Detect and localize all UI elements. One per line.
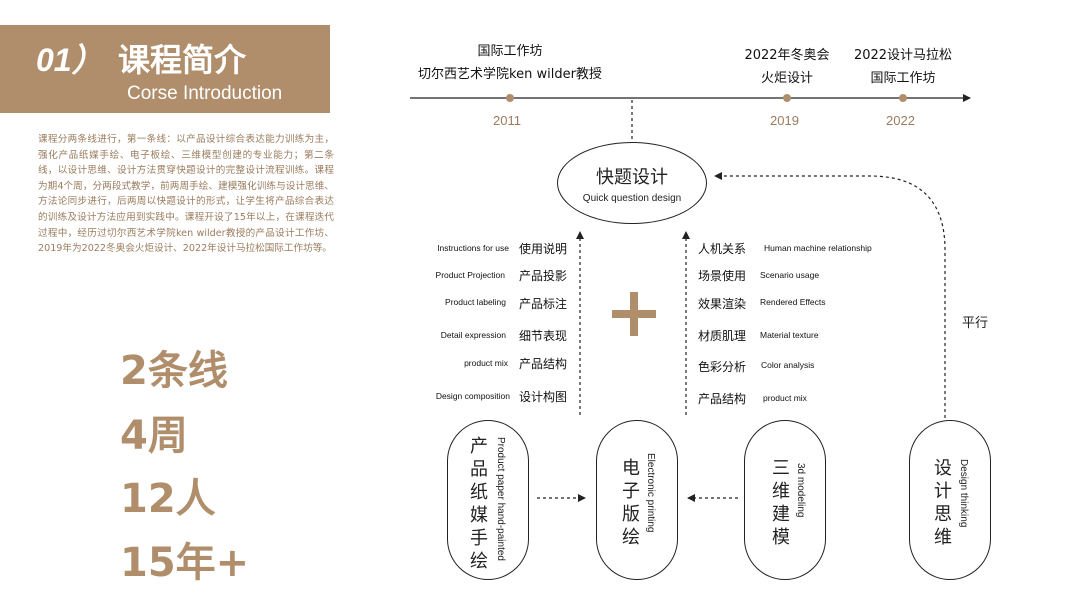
right-item-en: Human machine relationship [764, 243, 872, 253]
right-item-cn: 材质肌理 [698, 329, 747, 343]
timeline-event-line2: 火炬设计 [760, 71, 813, 86]
plus-icon [612, 292, 656, 336]
timeline-event-line1: 2022年冬奥会 [744, 48, 830, 63]
stat-people: 12人 [120, 476, 216, 522]
left-item-en: Product labeling [445, 297, 506, 307]
left-item-cn: 设计构图 [519, 390, 568, 404]
left-item-en: Detail expression [440, 330, 506, 340]
stat-years: 15年+ [120, 540, 250, 586]
section-title: 课程简介 [118, 41, 247, 79]
timeline-event-line1: 国际工作坊 [477, 44, 543, 59]
timeline-year-2022: 2022 [886, 113, 915, 128]
timeline-dot-2022 [899, 94, 907, 102]
left-item-en: Design composition [435, 391, 510, 401]
right-item-en: Color analysis [761, 360, 815, 370]
left-item-cn: 细节表现 [519, 329, 568, 343]
timeline-event-2011: 国际工作坊 切尔西艺术学院ken wilder教授 [408, 40, 612, 86]
center-node-quick-design: 快题设计 Quick question design [557, 142, 707, 224]
right-item-cn: 产品结构 [698, 392, 747, 406]
right-item-cn: 色彩分析 [698, 360, 747, 374]
timeline-dot-2011 [506, 94, 514, 102]
pill-cn-label: 电子版绘 [622, 458, 640, 548]
pill-cn-label: 三维建模 [772, 458, 790, 548]
intro-paragraph: 课程分两条线进行，第一条线：以产品设计综合表达能力训练为主，强化产品纸媒手绘、电… [38, 134, 334, 255]
pill-en-label: Electronic printing [645, 453, 656, 533]
timeline-year-2011: 2011 [493, 113, 521, 128]
left-item-en: product mix [464, 358, 508, 368]
timeline-event-line2: 切尔西艺术学院ken wilder教授 [418, 67, 602, 82]
timeline-event-line2: 国际工作坊 [870, 71, 936, 86]
timeline-dot-2019 [783, 94, 791, 102]
right-item-en: Scenario usage [760, 270, 820, 280]
stat-lines: 2条线 [120, 348, 228, 394]
stat-weeks: 4周 [120, 413, 188, 459]
parallel-label: 平行 [962, 316, 989, 331]
right-item-cn: 人机关系 [698, 242, 747, 256]
pill-en-label: 3d modeling [795, 463, 806, 518]
right-item-cn: 效果渲染 [698, 297, 747, 311]
timeline-event-line1: 2022设计马拉松 [853, 48, 953, 63]
pill-cn-label: 设计思维 [934, 458, 952, 548]
pill-electronic-printing: 电子版绘 Electronic printing [596, 420, 678, 580]
left-item-cn: 产品标注 [519, 297, 568, 311]
center-node-title: 快题设计 [596, 167, 668, 188]
right-item-en: Rendered Effects [760, 297, 826, 307]
timeline-event-2022: 2022设计马拉松 国际工作坊 [838, 44, 968, 90]
left-item-en: Product Projection [435, 270, 505, 280]
right-item-en: product mix [763, 393, 807, 403]
left-item-cn: 产品投影 [519, 269, 568, 283]
pill-en-label: Product paper hand-painted [495, 437, 506, 561]
timeline-year-2019: 2019 [770, 113, 799, 128]
left-item-cn: 产品结构 [519, 357, 568, 371]
section-subtitle: Corse Introduction [127, 83, 283, 104]
right-item-en: Material texture [760, 330, 819, 340]
section-number: 01） [36, 42, 104, 78]
pill-design-thinking: 设计思维 Design thinking [909, 420, 991, 580]
pill-paper-hand-painted: 产品纸媒手绘 Product paper hand-painted [447, 420, 529, 580]
right-item-cn: 场景使用 [698, 269, 747, 283]
left-item-en: Instructions for use [437, 243, 509, 253]
pill-cn-label: 产品纸媒手绘 [470, 436, 488, 572]
section-header: 01） 课程简介 Corse Introduction [0, 25, 330, 113]
pill-en-label: Design thinking [958, 459, 969, 528]
parallel-curve-arrow [714, 172, 946, 418]
left-item-cn: 使用说明 [519, 242, 568, 256]
pill-3d-modeling: 三维建模 3d modeling [744, 420, 826, 580]
timeline-event-2019: 2022年冬奥会 火炬设计 [727, 44, 847, 90]
center-node-subtitle: Quick question design [582, 193, 682, 204]
